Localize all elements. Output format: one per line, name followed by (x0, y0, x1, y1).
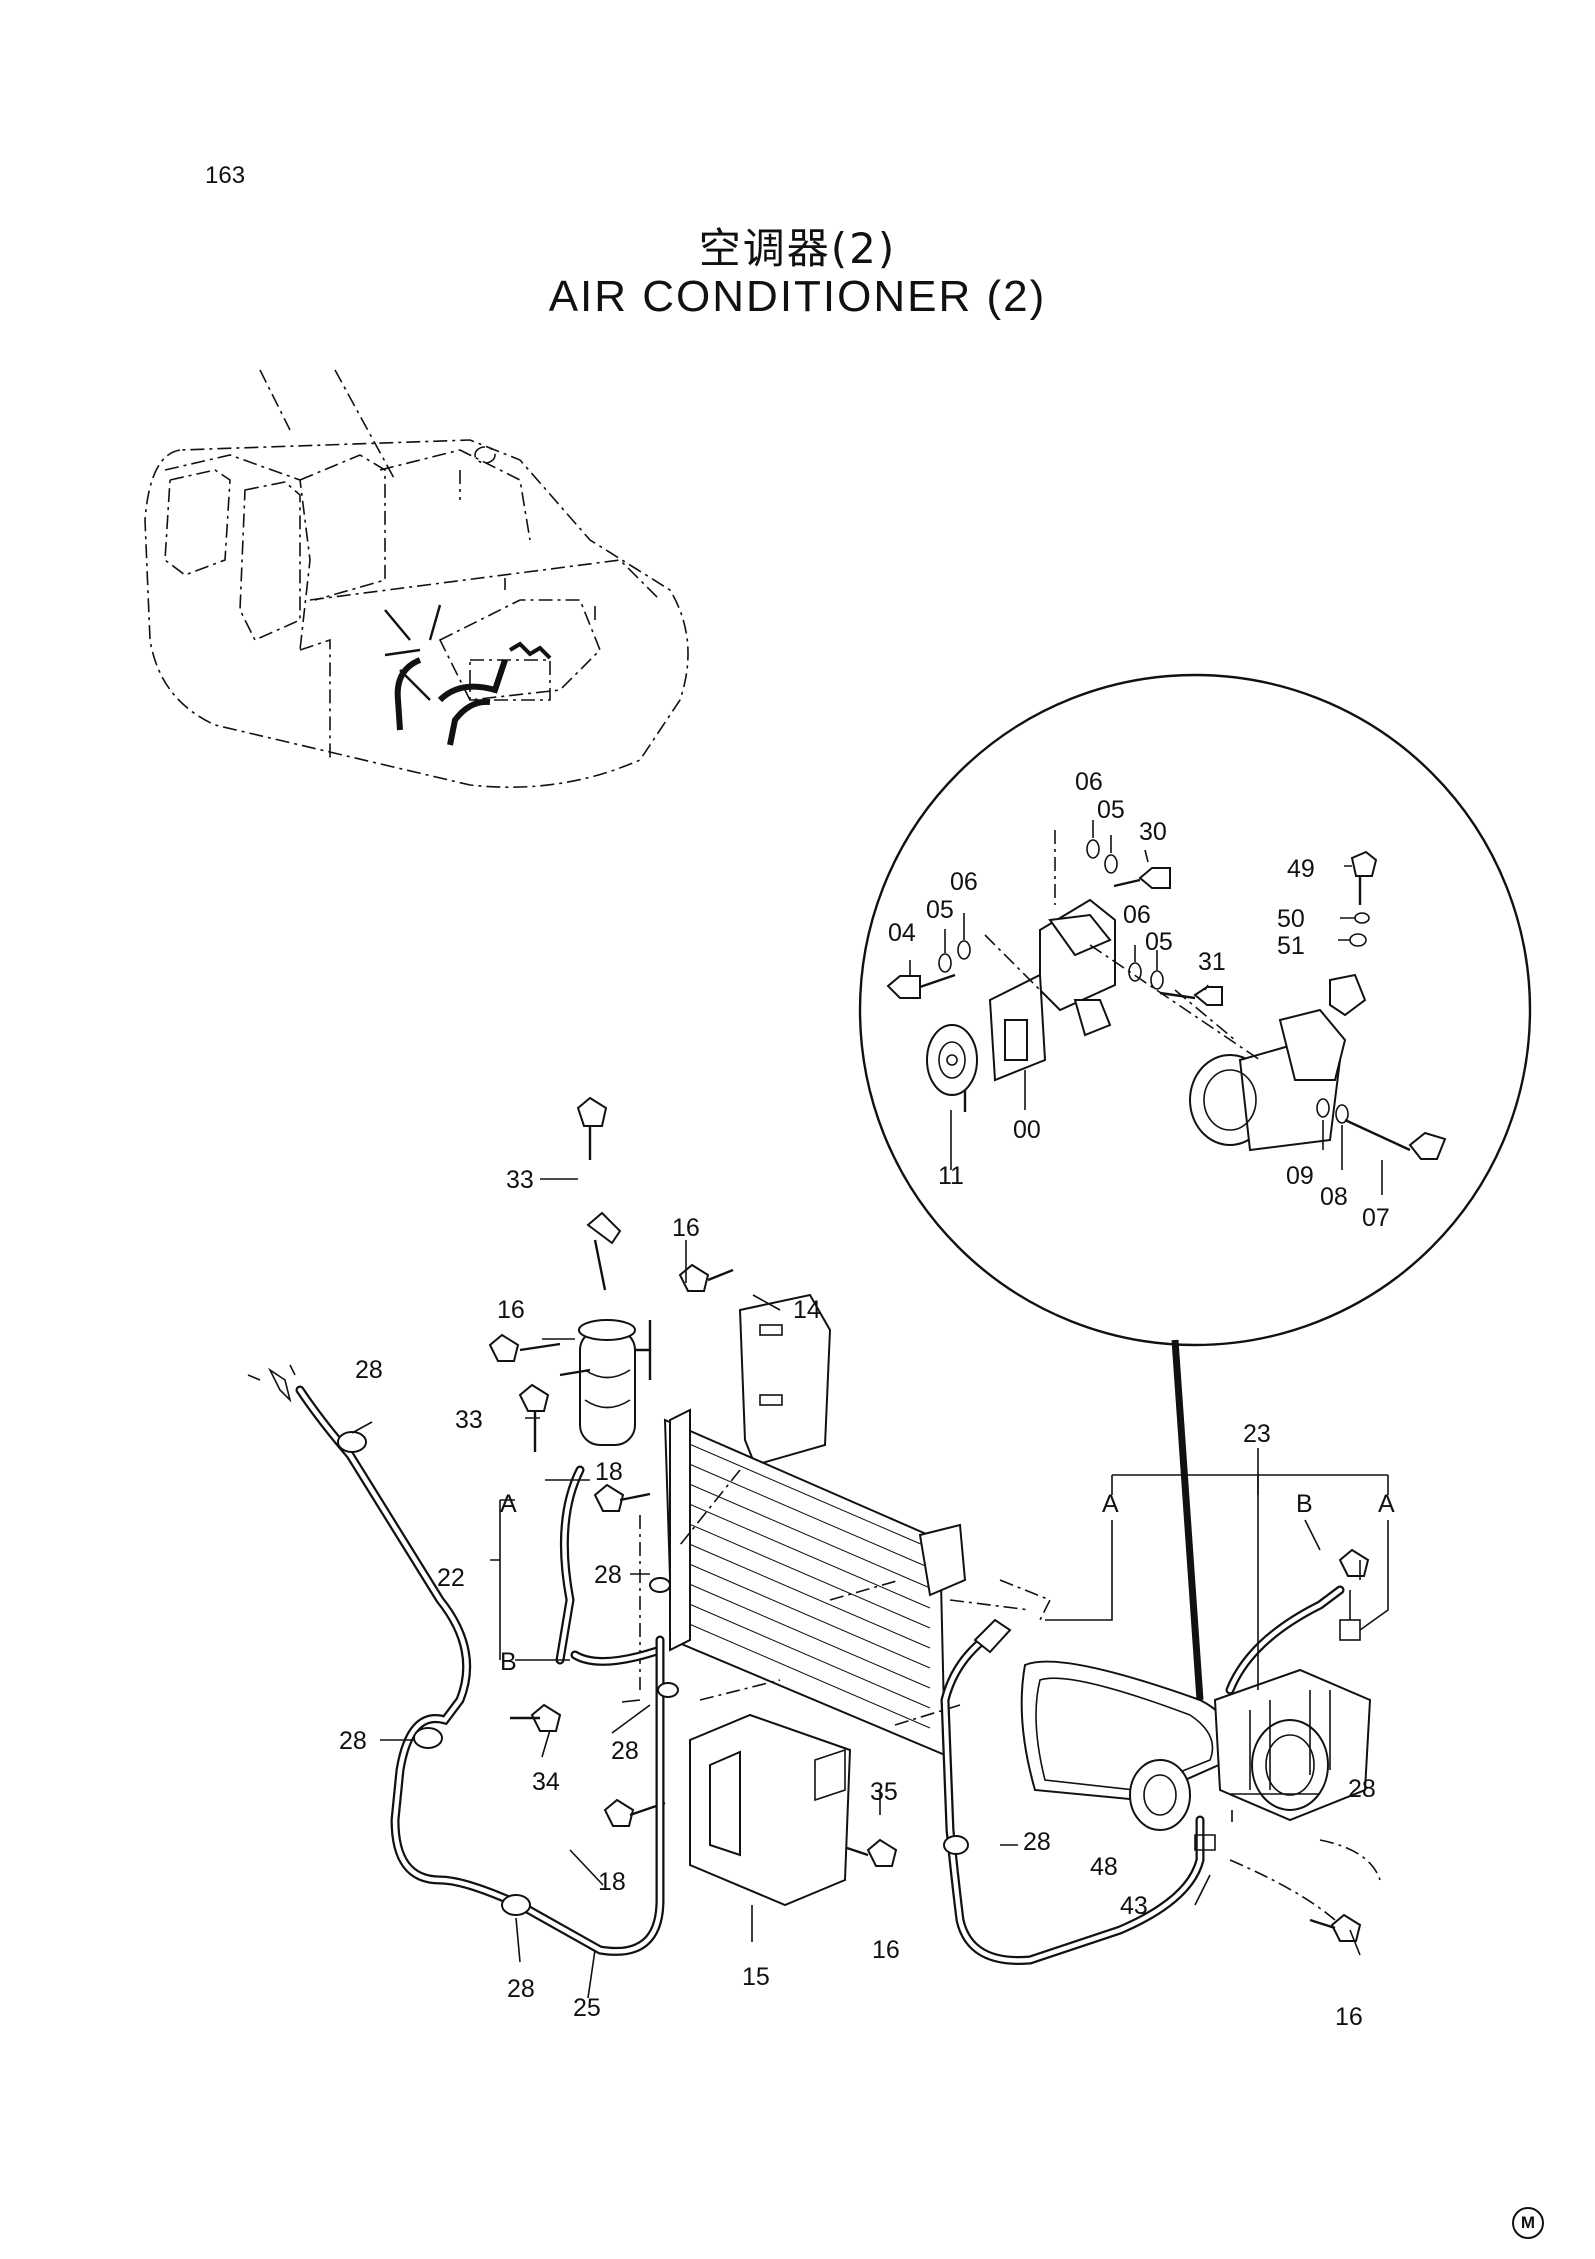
excavator-overview (144, 369, 689, 789)
callout-06: 06 (1075, 768, 1103, 796)
callout-07: 07 (1362, 1204, 1390, 1232)
callout-08: 08 (1320, 1183, 1348, 1211)
callout-31: 31 (1198, 948, 1226, 976)
corner-mark: M (1512, 2207, 1544, 2239)
callout-18: 18 (595, 1458, 623, 1486)
leader-lines (351, 1178, 1389, 1999)
callout-06: 06 (1123, 901, 1151, 929)
callout-16: 16 (1335, 2003, 1363, 2031)
callout-14: 14 (793, 1296, 821, 1324)
callout-16: 16 (872, 1936, 900, 1964)
callout-A: A (1378, 1490, 1395, 1518)
callout-28: 28 (339, 1727, 367, 1755)
callout-28: 28 (611, 1737, 639, 1765)
callout-04: 04 (888, 919, 916, 947)
callout-16: 16 (497, 1296, 525, 1324)
callout-15: 15 (742, 1963, 770, 1991)
callout-22: 22 (437, 1564, 465, 1592)
callout-28: 28 (355, 1356, 383, 1384)
title-chinese: 空调器(2) (698, 224, 897, 273)
callout-09: 09 (1286, 1162, 1314, 1190)
callout-30: 30 (1139, 818, 1167, 846)
callout-35: 35 (870, 1778, 898, 1806)
callout-28: 28 (594, 1561, 622, 1589)
callout-28: 28 (1348, 1775, 1376, 1803)
page-number: 163 (205, 162, 246, 189)
callout-05: 05 (1097, 796, 1125, 824)
callout-43: 43 (1120, 1892, 1148, 1920)
callout-00: 00 (1013, 1116, 1041, 1144)
callout-labels: 06 05 30 49 06 05 04 50 51 06 05 31 00 1… (339, 768, 1395, 2031)
callout-B: B (500, 1648, 517, 1676)
callout-25: 25 (573, 1994, 601, 2022)
callout-28: 28 (507, 1975, 535, 2003)
callout-11: 11 (938, 1162, 964, 1190)
callout-A: A (500, 1490, 517, 1518)
callout-33: 33 (455, 1406, 483, 1434)
callout-49: 49 (1287, 855, 1315, 883)
callout-51: 51 (1277, 932, 1305, 960)
callout-B: B (1296, 1490, 1313, 1518)
callout-05: 05 (926, 896, 954, 924)
callout-50: 50 (1277, 905, 1305, 933)
callout-16: 16 (672, 1214, 700, 1242)
callout-34: 34 (532, 1768, 560, 1796)
callout-18: 18 (598, 1868, 626, 1896)
callout-A: A (1102, 1490, 1119, 1518)
title-english: AIR CONDITIONER (2) (548, 272, 1047, 321)
main-assembly (247, 1096, 1381, 1965)
callout-48: 48 (1090, 1853, 1118, 1881)
callout-06: 06 (950, 868, 978, 896)
callout-23: 23 (1243, 1420, 1271, 1448)
callout-28: 28 (1023, 1828, 1051, 1856)
compressor-bracket-detail (858, 673, 1532, 1347)
callout-05: 05 (1145, 928, 1173, 956)
callout-33: 33 (506, 1166, 534, 1194)
